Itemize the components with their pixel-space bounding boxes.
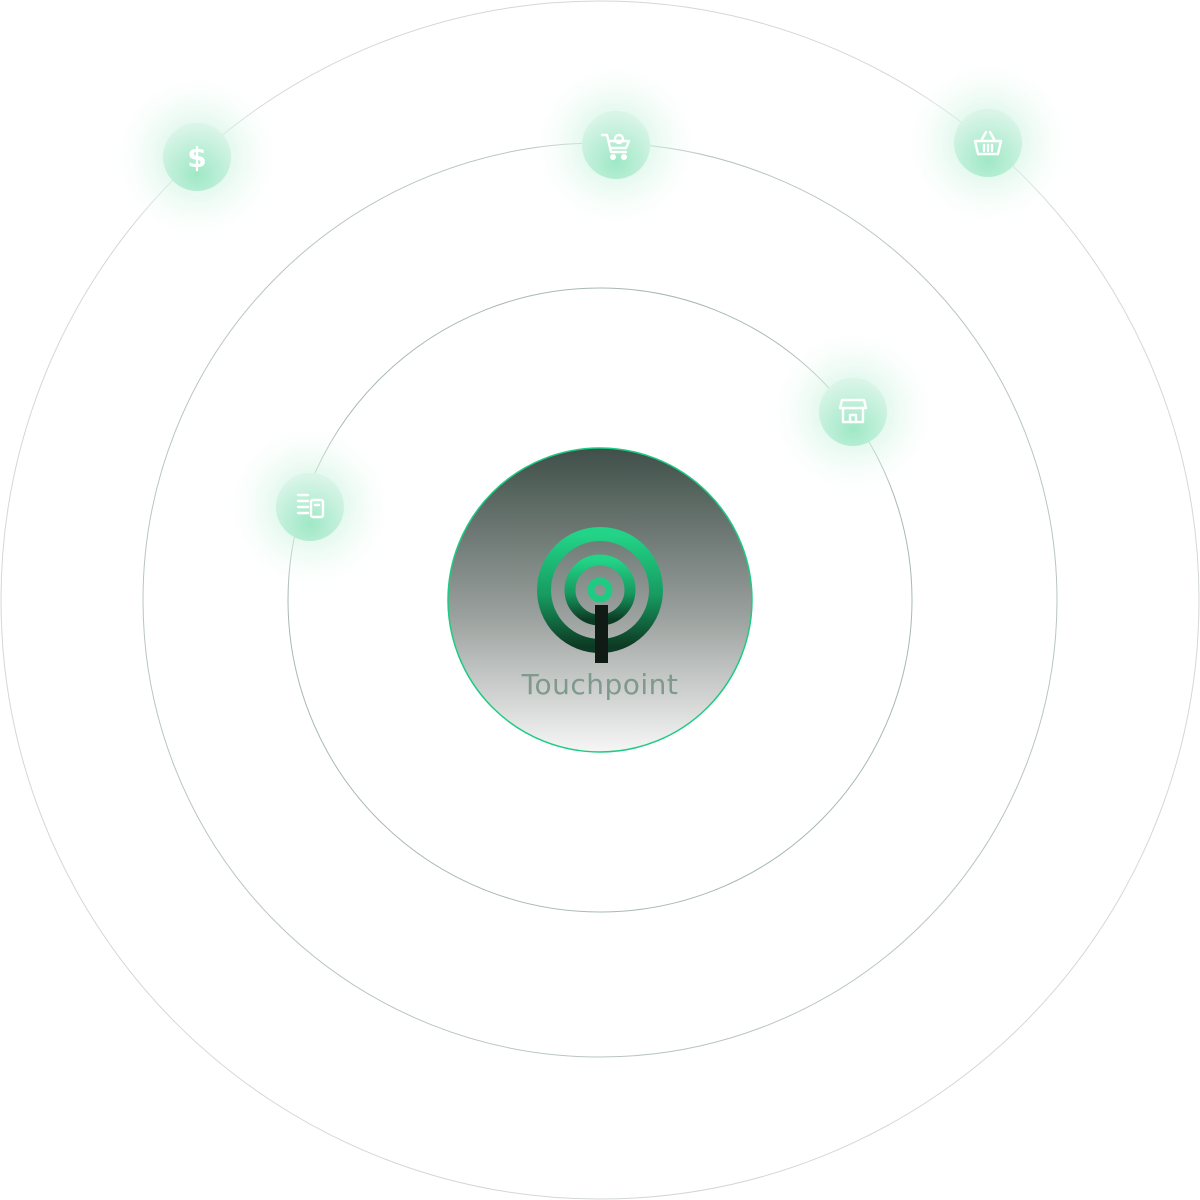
cart-node[interactable] xyxy=(528,57,704,233)
basket-node[interactable] xyxy=(900,55,1076,231)
svg-text:$: $ xyxy=(187,141,206,174)
dollar-icon: $ xyxy=(187,141,206,174)
touchpoint-hub xyxy=(447,447,753,753)
dollar-node[interactable]: $ xyxy=(109,69,285,245)
receipt-icon xyxy=(296,493,325,519)
storefront-icon xyxy=(838,398,868,424)
basket-icon xyxy=(973,130,1003,156)
shopping-cart-icon xyxy=(600,133,631,160)
receipt-node[interactable] xyxy=(222,419,398,595)
touchpoint-signal-logo-icon xyxy=(537,527,663,663)
store-node[interactable] xyxy=(765,324,941,500)
brand-name: Touchpoint xyxy=(521,668,679,701)
inner-orbit xyxy=(287,287,913,913)
